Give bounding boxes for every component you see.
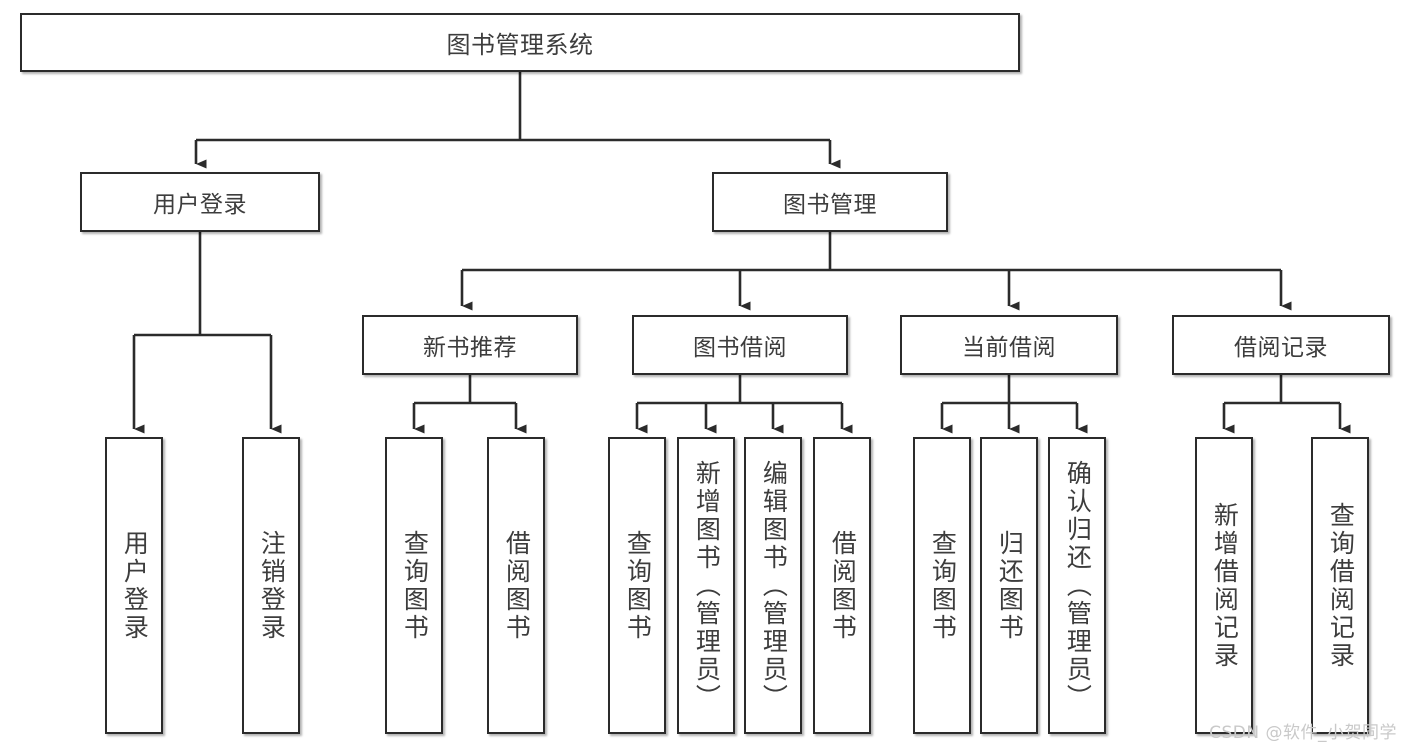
leaf-record-query-record[interactable]: 查询借阅记录 bbox=[1311, 437, 1369, 734]
leaf-current-query-book[interactable]: 查询图书 bbox=[913, 437, 971, 734]
node-book-management-label: 图书管理 bbox=[783, 192, 877, 218]
leaf-record-add-record-label: 新增借阅记录 bbox=[1210, 501, 1240, 670]
leaf-current-confirm-return[interactable]: 确认归还（管理员） bbox=[1048, 437, 1106, 734]
node-new-book-recommend[interactable]: 新书推荐 bbox=[362, 315, 578, 375]
leaf-borrow-edit-book[interactable]: 编辑图书（管理员） bbox=[744, 437, 802, 734]
leaf-recommend-borrow-book-label: 借阅图书 bbox=[502, 529, 532, 642]
node-book-borrow[interactable]: 图书借阅 bbox=[632, 315, 848, 375]
leaf-current-return-book-label: 归还图书 bbox=[995, 529, 1025, 642]
node-book-borrow-label: 图书借阅 bbox=[693, 335, 787, 361]
node-user-login-label: 用户登录 bbox=[153, 192, 247, 218]
leaf-user-login[interactable]: 用户登录 bbox=[105, 437, 163, 734]
leaf-borrow-edit-book-label: 编辑图书（管理员） bbox=[759, 459, 789, 712]
node-user-login[interactable]: 用户登录 bbox=[80, 172, 320, 232]
leaf-current-confirm-return-label: 确认归还（管理员） bbox=[1063, 459, 1093, 712]
leaf-borrow-query-book[interactable]: 查询图书 bbox=[608, 437, 666, 734]
node-root[interactable]: 图书管理系统 bbox=[20, 13, 1020, 72]
leaf-borrow-query-book-label: 查询图书 bbox=[623, 529, 653, 642]
node-book-management[interactable]: 图书管理 bbox=[712, 172, 948, 232]
leaf-recommend-query-book[interactable]: 查询图书 bbox=[385, 437, 443, 734]
node-root-label: 图书管理系统 bbox=[446, 31, 594, 59]
leaf-record-add-record[interactable]: 新增借阅记录 bbox=[1195, 437, 1253, 734]
node-borrow-record-label: 借阅记录 bbox=[1234, 335, 1328, 361]
node-current-borrow-label: 当前借阅 bbox=[962, 335, 1056, 361]
leaf-user-logout-label: 注销登录 bbox=[257, 529, 287, 642]
leaf-recommend-borrow-book[interactable]: 借阅图书 bbox=[487, 437, 545, 734]
leaf-borrow-add-book-label: 新增图书（管理员） bbox=[692, 459, 722, 712]
node-new-book-recommend-label: 新书推荐 bbox=[423, 335, 517, 361]
node-borrow-record[interactable]: 借阅记录 bbox=[1172, 315, 1390, 375]
leaf-borrow-add-book[interactable]: 新增图书（管理员） bbox=[677, 437, 735, 734]
leaf-current-return-book[interactable]: 归还图书 bbox=[980, 437, 1038, 734]
leaf-current-query-book-label: 查询图书 bbox=[928, 529, 958, 642]
leaf-record-query-record-label: 查询借阅记录 bbox=[1326, 501, 1356, 670]
watermark: CSDN @软件_小贺同学 bbox=[1209, 723, 1397, 743]
leaf-user-logout[interactable]: 注销登录 bbox=[242, 437, 300, 734]
node-current-borrow[interactable]: 当前借阅 bbox=[900, 315, 1118, 375]
leaf-borrow-borrow-book-label: 借阅图书 bbox=[828, 529, 858, 642]
leaf-user-login-label: 用户登录 bbox=[120, 529, 150, 642]
leaf-borrow-borrow-book[interactable]: 借阅图书 bbox=[813, 437, 871, 734]
leaf-recommend-query-book-label: 查询图书 bbox=[400, 529, 430, 642]
